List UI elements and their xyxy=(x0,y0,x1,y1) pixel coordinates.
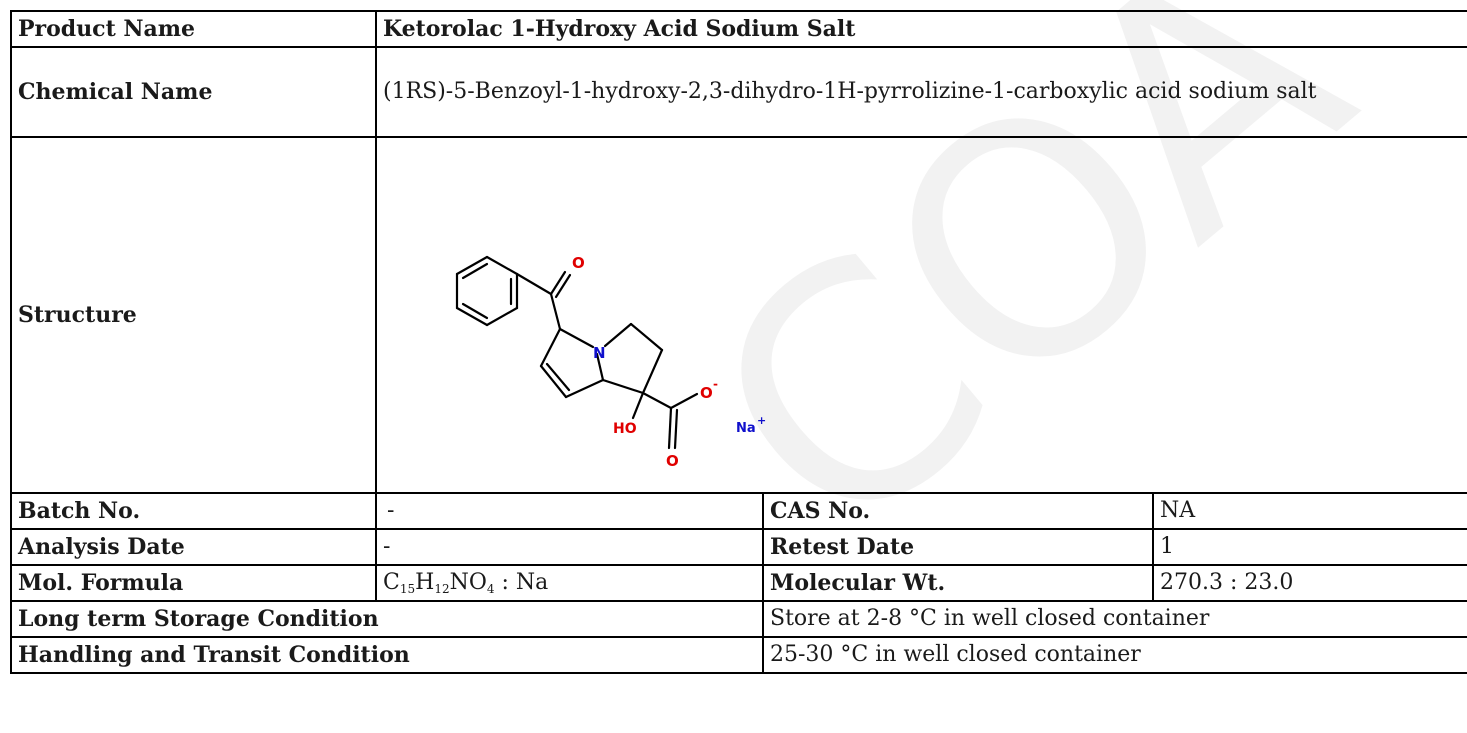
product-name-value: Ketorolac 1-Hydroxy Acid Sodium Salt xyxy=(374,10,1467,48)
plus-charge: + xyxy=(757,414,766,427)
ketone-oxygen-label: O xyxy=(572,254,585,272)
chemical-name-label: Chemical Name xyxy=(10,46,377,138)
mol-formula-value: C15H12NO4 : Na xyxy=(375,564,764,602)
row-product-name: Product Name Ketorolac 1-Hydroxy Acid So… xyxy=(10,10,1467,48)
nitrogen-label: N xyxy=(593,344,606,362)
storage-label: Long term Storage Condition xyxy=(10,600,764,638)
batch-no-label: Batch No. xyxy=(10,492,377,530)
minus-charge: - xyxy=(713,377,718,391)
mol-formula-label: Mol. Formula xyxy=(10,564,377,602)
handling-value: 25-30 °C in well closed container xyxy=(761,636,1467,674)
structure-image-cell: O N O - HO O Na + xyxy=(374,136,1467,494)
row-handling: Handling and Transit Condition 25-30 °C … xyxy=(10,636,1467,674)
row-chemical-name: Chemical Name (1RS)-5-Benzoyl-1-hydroxy-… xyxy=(10,46,1467,138)
row-structure: Structure xyxy=(10,136,1467,494)
retest-date-label: Retest Date xyxy=(762,528,1154,566)
coa-table: Product Name Ketorolac 1-Hydroxy Acid So… xyxy=(10,10,1467,674)
cas-no-value: NA xyxy=(1151,492,1467,530)
row-batch-cas: Batch No. - CAS No. NA xyxy=(10,492,1467,530)
batch-no-value: - xyxy=(375,492,764,530)
row-storage: Long term Storage Condition Store at 2-8… xyxy=(10,600,1467,638)
acid-oxygen-label: O xyxy=(666,452,679,470)
product-name-label: Product Name xyxy=(10,10,377,48)
chemical-name-value: (1RS)-5-Benzoyl-1-hydroxy-2,3-dihydro-1H… xyxy=(374,46,1467,138)
row-dates: Analysis Date - Retest Date 1 xyxy=(10,528,1467,566)
handling-label: Handling and Transit Condition xyxy=(10,636,764,674)
structure-label: Structure xyxy=(10,136,377,494)
cas-no-label: CAS No. xyxy=(762,492,1154,530)
retest-date-value: 1 xyxy=(1151,528,1467,566)
sodium-label: Na xyxy=(736,421,756,436)
analysis-date-value: - xyxy=(375,528,764,566)
row-formula-weight: Mol. Formula C15H12NO4 : Na Molecular Wt… xyxy=(10,564,1467,602)
molecular-wt-label: Molecular Wt. xyxy=(762,564,1154,602)
hydroxyl-label: HO xyxy=(613,421,637,437)
molecular-wt-value: 270.3 : 23.0 xyxy=(1151,564,1467,602)
analysis-date-label: Analysis Date xyxy=(10,528,377,566)
chemical-structure-diagram: O N O - HO O Na + xyxy=(455,254,766,470)
carboxylate-oxygen-label: O xyxy=(700,384,713,402)
storage-value: Store at 2-8 °C in well closed container xyxy=(761,600,1467,638)
